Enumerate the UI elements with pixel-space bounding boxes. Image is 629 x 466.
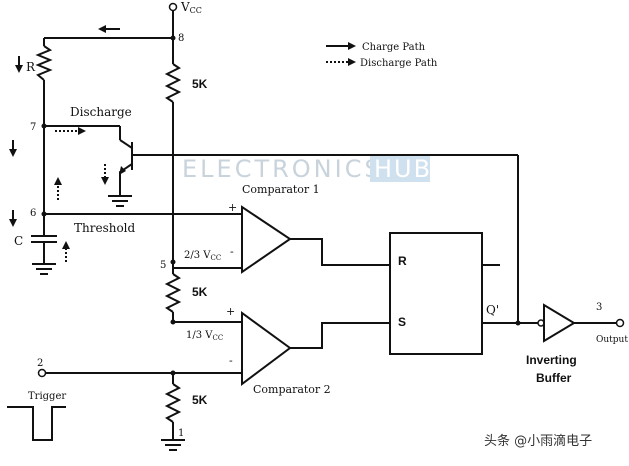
watermark-text: ELECTRONICS <box>182 155 383 183</box>
pin-8: 8 <box>178 33 184 44</box>
sr-flip-flop: R S Q' <box>389 232 499 355</box>
watermark: ELECTRONICS HUB <box>182 154 432 183</box>
capacitor-label: C <box>14 234 23 248</box>
discharge-label: Discharge <box>70 105 132 119</box>
comparator-1-symbol <box>241 205 292 274</box>
legend: Charge Path Discharge Path <box>326 42 438 69</box>
main-ground <box>161 439 185 451</box>
resistor-top-label: 5K <box>192 77 208 91</box>
footer-watermark: 头条 @小雨滴电子 <box>484 433 592 449</box>
comparator-2-symbol <box>241 311 292 386</box>
discharge-arrowhead-transistor <box>101 177 109 185</box>
comparator-1-plus: + <box>228 201 237 214</box>
legend-charge-arrowhead <box>348 42 356 50</box>
comparator-2-label: Comparator 2 <box>253 383 331 396</box>
vcc-label: VCC <box>180 0 202 15</box>
transistor-collector-lead <box>119 139 133 149</box>
pin-1: 1 <box>178 428 184 439</box>
charge-arrowhead-pin7 <box>9 149 17 157</box>
legend-discharge-arrowhead <box>348 58 356 66</box>
pin-7: 7 <box>30 122 36 133</box>
ref-two-thirds: 2/3 VCC <box>184 250 221 262</box>
resistor-mid <box>164 273 182 313</box>
comparator-2-plus: + <box>226 305 235 318</box>
pin-3: 3 <box>596 302 602 313</box>
output-label: Output <box>596 335 628 345</box>
pin-5: 5 <box>160 260 166 271</box>
watermark-box-text: HUB <box>374 155 432 183</box>
charge-arrowhead-pin6 <box>9 219 17 227</box>
flip-flop-r: R <box>398 254 407 268</box>
resistor-bottom <box>164 383 182 423</box>
charge-arrowhead-top <box>98 25 106 33</box>
discharge-arrowhead-pin7 <box>78 127 86 135</box>
buffer-label-1: Inverting <box>526 353 577 367</box>
vcc-terminal <box>168 2 178 12</box>
inverting-buffer: Inverting Buffer <box>526 303 577 385</box>
trigger-pulse <box>7 406 66 441</box>
transistor-emitter-arrow <box>119 166 126 175</box>
trigger-label: Trigger <box>28 391 66 402</box>
flip-flop-box <box>389 232 483 355</box>
output-terminal <box>615 318 625 328</box>
pin-6: 6 <box>30 208 36 219</box>
capacitor <box>31 235 57 243</box>
resistor-mid-label: 5K <box>192 285 208 299</box>
trigger-terminal <box>37 368 47 378</box>
legend-discharge-label: Discharge Path <box>360 58 438 69</box>
discharge-arrowhead-up-2 <box>62 241 70 249</box>
watermark-box <box>370 154 430 182</box>
resistor-top <box>164 63 182 103</box>
threshold-label: Threshold <box>74 221 136 235</box>
wire-comp1-to-r <box>290 238 390 266</box>
vcc-supply: VCC <box>168 0 202 15</box>
comparator-2-minus: - <box>229 354 233 367</box>
resistor-ext-label: R <box>26 60 36 74</box>
comparator-1: Comparator 1 + - <box>228 183 320 274</box>
buffer-symbol <box>543 303 576 343</box>
resistor-ext <box>35 45 53 81</box>
discharge-transistor <box>101 126 518 207</box>
transistor-ground <box>108 195 132 207</box>
ref-one-third: 1/3 VCC <box>186 330 223 342</box>
buffer-label-2: Buffer <box>536 371 572 385</box>
flip-flop-q: Q' <box>486 303 499 317</box>
comparator-1-label: Comparator 1 <box>242 183 320 196</box>
wire-comp2-to-s <box>290 322 390 349</box>
comparator-2: Comparator 2 + - <box>226 305 331 396</box>
resistor-bottom-label: 5K <box>192 393 208 407</box>
charge-arrowhead-r <box>15 65 23 73</box>
flip-flop-s: S <box>398 315 406 329</box>
capacitor-ground <box>32 263 56 275</box>
discharge-arrowhead-up-1 <box>54 177 62 185</box>
legend-charge-label: Charge Path <box>362 42 426 53</box>
pin-2: 2 <box>37 358 43 369</box>
comparator-1-minus: - <box>230 245 234 258</box>
